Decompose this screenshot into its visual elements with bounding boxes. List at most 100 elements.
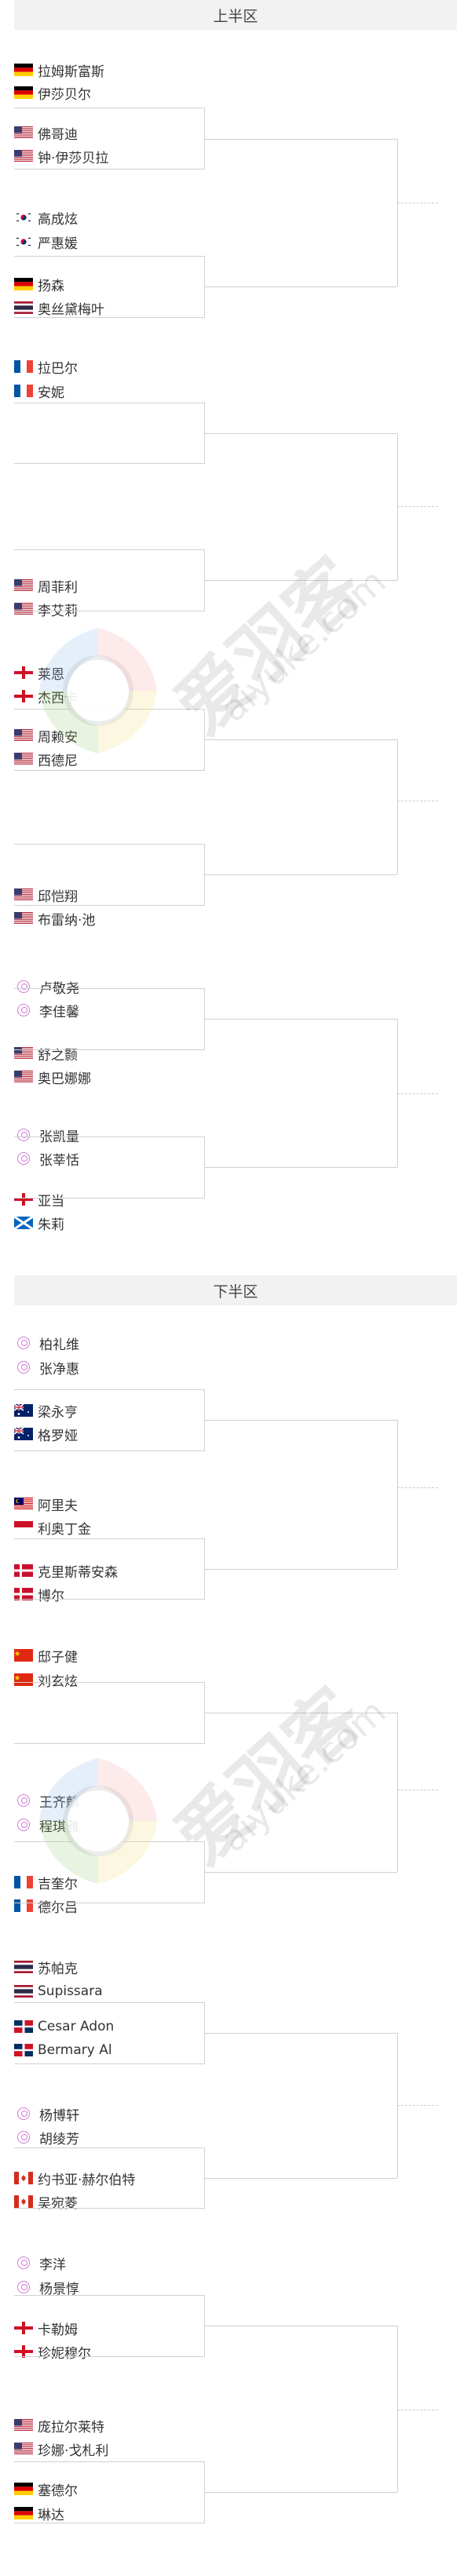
england-flag-icon <box>14 2322 33 2334</box>
player-entry: 杨博轩 <box>14 2102 79 2125</box>
germany-flag-icon <box>14 2507 33 2519</box>
player-entry: 张莘恬 <box>14 1147 79 1170</box>
player-name: 杨博轩 <box>39 2107 79 2124</box>
player-name: 杰西卡 <box>38 690 78 706</box>
player-name: 吉奎尔 <box>38 1876 78 1892</box>
thailand-flag-icon <box>14 1985 33 1998</box>
player-name: 李洋 <box>39 2257 66 2273</box>
player-name: 奥巴娜娜 <box>38 1071 91 1087</box>
bracket-line <box>14 549 204 550</box>
player-name: 张莘恬 <box>39 1152 79 1169</box>
player-entry: 梁永亨 <box>13 1399 78 1422</box>
player-name: 程琪雅 <box>39 1819 79 1835</box>
bracket-line <box>14 2208 204 2209</box>
usa-flag-icon <box>14 150 33 162</box>
player-name: 阿里夫 <box>38 1498 78 1514</box>
usa-flag-icon <box>14 888 33 901</box>
player-name: 塞德尔 <box>38 2483 78 2499</box>
france-flag-icon <box>14 1899 33 1912</box>
dominican-flag-icon <box>14 2020 33 2033</box>
bracket-dash-line <box>397 2105 438 2106</box>
player-entry: 约书亚·赫尔伯特 <box>14 2166 135 2190</box>
tpe-flag-icon <box>17 2281 30 2293</box>
bracket-line <box>204 1019 397 1020</box>
player-entry: 邱恺翔 <box>14 883 78 907</box>
player-entry: 德尔吕 <box>14 1894 78 1917</box>
player-entry: 李艾莉 <box>14 597 78 621</box>
usa-flag-icon <box>14 729 33 742</box>
player-name: 杨景惇 <box>39 2281 79 2297</box>
player-name: 琳达 <box>38 2507 64 2523</box>
tpe-flag-icon <box>17 1361 30 1374</box>
player-entry: 拉姆斯富斯 <box>14 58 104 82</box>
player-entry: 李洋 <box>14 2251 66 2275</box>
tpe-flag-icon <box>17 2257 30 2269</box>
player-entry: 格罗娅 <box>13 1422 78 1446</box>
bracket-line <box>14 1743 204 1744</box>
bracket-line <box>14 2356 204 2357</box>
bracket-line <box>204 2178 397 2179</box>
tpe-flag-icon <box>17 2131 30 2144</box>
bracket-line <box>14 905 204 906</box>
bracket-line <box>397 1019 398 1167</box>
player-entry: Bermary Al <box>14 2038 112 2062</box>
england-flag-icon <box>14 666 33 679</box>
player-name: 卡勒姆 <box>38 2322 78 2338</box>
player-name: 莱恩 <box>38 666 64 683</box>
player-name: 邱恺翔 <box>38 888 78 905</box>
england-flag-icon <box>14 1193 33 1206</box>
usa-flag-icon <box>14 1071 33 1083</box>
indonesia-flag-icon <box>14 1521 33 1534</box>
player-entry: 拉巴尔 <box>14 355 78 378</box>
usa-flag-icon <box>14 2443 33 2455</box>
player-entry: 庞拉尔莱特 <box>14 2414 104 2437</box>
bracket-line <box>14 1841 204 1842</box>
player-entry: 卡勒姆 <box>14 2316 78 2340</box>
tpe-flag-icon <box>17 2107 30 2120</box>
germany-flag-icon <box>14 64 33 76</box>
player-name: 格罗娅 <box>38 1428 78 1444</box>
bracket-line <box>204 1167 397 1168</box>
player-name: 张净惠 <box>39 1361 79 1377</box>
bracket-line <box>14 844 204 845</box>
bracket-line <box>14 1198 204 1199</box>
bracket-dash-line <box>397 506 438 507</box>
player-entry: 张净惠 <box>14 1356 79 1379</box>
australia-flag-icon <box>13 1403 33 1417</box>
player-entry: 胡绫芳 <box>14 2125 79 2149</box>
bracket-line <box>397 739 398 874</box>
player-name: 李佳馨 <box>39 1004 79 1020</box>
korea-flag-icon <box>14 235 33 248</box>
thailand-flag-icon <box>14 301 33 314</box>
player-entry: 伊莎贝尔 <box>14 81 91 104</box>
player-entry: 王齐麟 <box>14 1789 79 1812</box>
player-entry: 克里斯蒂安森 <box>14 1559 118 1582</box>
player-entry: 舒之颢 <box>14 1042 78 1065</box>
canada-flag-icon <box>14 2195 33 2208</box>
canada-flag-icon <box>14 2172 33 2184</box>
player-name: 苏帕克 <box>38 1961 78 1977</box>
player-entry: 莱恩 <box>14 661 64 684</box>
usa-flag-icon <box>14 579 33 592</box>
player-entry: 邸子健 <box>14 1644 78 1667</box>
bracket-line <box>14 1049 204 1050</box>
denmark-flag-icon <box>14 1588 33 1600</box>
player-name: Bermary Al <box>38 2042 112 2058</box>
bracket-line <box>14 1538 204 1539</box>
player-name: 吴宛菱 <box>38 2195 78 2212</box>
player-entry: 亚当 <box>14 1188 64 1211</box>
player-entry: 朱莉 <box>13 1211 64 1235</box>
player-entry: Supissara <box>14 1979 103 2003</box>
player-name: 珍妮穆尔 <box>38 2345 91 2362</box>
player-entry: 琳达 <box>14 2501 64 2525</box>
bracket-line <box>14 169 204 170</box>
player-entry: Cesar Adon <box>14 2015 114 2038</box>
section-header-lower: 下半区 <box>14 1275 457 1305</box>
bracket-line <box>204 739 397 740</box>
bracket-line <box>204 580 397 581</box>
player-entry: 吴宛菱 <box>14 2190 78 2213</box>
dominican-flag-icon <box>14 2044 33 2056</box>
germany-flag-icon <box>14 86 33 99</box>
player-name: 周赖安 <box>38 729 78 746</box>
player-name: 西德尼 <box>38 753 78 769</box>
